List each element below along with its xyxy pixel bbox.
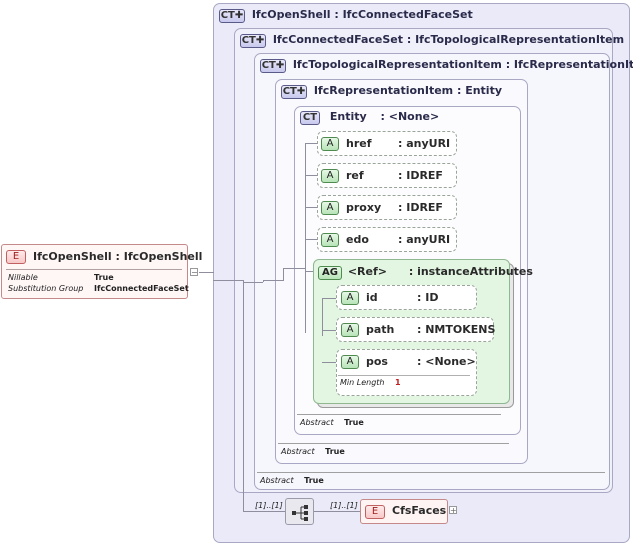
ct-title: IfcTopologicalRepresentationItem : IfcRe… (292, 58, 633, 71)
attribute-type: : IDREF (398, 169, 443, 182)
element-name: CfsFaces (392, 504, 447, 517)
ct-type: : <None> (380, 110, 440, 123)
facet-label: Min Length (340, 378, 385, 387)
attribute-icon: A (321, 169, 339, 183)
attribute-icon: A (341, 291, 359, 305)
attribute-name: path (366, 323, 395, 336)
ct-title: IfcConnectedFaceSet : IfcTopologicalRepr… (272, 33, 625, 46)
abstract-row-entity: Abstract True (300, 418, 364, 427)
attribute-icon: A (321, 137, 339, 151)
attribute-type: : NMTOKENS (417, 323, 496, 336)
abstract-row-topologicalrepresentationitem: Abstract True (260, 476, 324, 485)
attribute-name: id (366, 291, 378, 304)
attribute-type: : <None> (417, 355, 476, 368)
attribute-icon: A (341, 355, 359, 369)
attribute-name: proxy (346, 201, 382, 214)
abstract-label: Abstract (260, 476, 294, 485)
abstract-value: True (344, 418, 364, 427)
ct-header-ifcconnectedfaceset[interactable]: CT✚ IfcConnectedFaceSet : IfcTopological… (240, 33, 624, 48)
attribute-type: : IDREF (398, 201, 443, 214)
ct-icon: CT (300, 111, 320, 125)
ct-header-ifctopologicalrepresentationitem[interactable]: CT✚ IfcTopologicalRepresentationItem : I… (260, 58, 633, 73)
sequence-occurs-left: [1]..[1] (255, 501, 283, 510)
collapse-icon[interactable]: − (190, 268, 198, 277)
attribute-name: href (346, 137, 372, 150)
attribute-group-name: <Ref> (347, 265, 387, 278)
attribute-group-type: : instanceAttributes (408, 265, 533, 278)
attribute-icon: A (321, 233, 339, 247)
ct-header-ifcrepresentationitem[interactable]: CT✚ IfcRepresentationItem : Entity (281, 84, 502, 99)
attribute-name: ref (346, 169, 364, 182)
ct-icon: CT✚ (219, 9, 245, 23)
ct-icon: CT✚ (281, 85, 307, 99)
substitution-group-label: Substitution Group (8, 284, 84, 293)
attribute-href[interactable]: A href : anyURI (317, 131, 457, 156)
attribute-pos[interactable]: A pos : <None> Min Length 1 (336, 349, 477, 396)
element-icon: E (365, 505, 385, 519)
nillable-value: True (94, 273, 114, 282)
ct-title: IfcOpenShell : IfcConnectedFaceSet (251, 8, 473, 21)
ct-icon: CT✚ (240, 34, 266, 48)
abstract-row-representationitem: Abstract True (281, 447, 345, 456)
root-element-ifcopenshell[interactable]: E IfcOpenShell : IfcOpenShell Nillable T… (1, 244, 202, 299)
sequence-icon (292, 505, 308, 521)
sequence-occurs-right: [1]..[1] (330, 501, 358, 510)
root-element-title: IfcOpenShell : IfcOpenShell (33, 250, 203, 263)
attribute-id[interactable]: A id : ID (336, 285, 477, 310)
abstract-label: Abstract (300, 418, 334, 427)
attribute-group-icon: AG (318, 266, 342, 280)
ct-icon: CT✚ (260, 59, 286, 73)
abstract-value: True (304, 476, 324, 485)
attribute-path[interactable]: A path : NMTOKENS (336, 317, 496, 342)
expand-icon[interactable]: + (449, 506, 457, 515)
abstract-label: Abstract (281, 447, 315, 456)
ct-title: IfcRepresentationItem : Entity (313, 84, 503, 97)
ct-name: Entity (329, 110, 367, 123)
attribute-type: : anyURI (398, 233, 451, 246)
abstract-value: True (325, 447, 345, 456)
attribute-proxy[interactable]: A proxy : IDREF (317, 195, 457, 220)
ct-header-ifcopenshell[interactable]: CT✚ IfcOpenShell : IfcConnectedFaceSet (219, 8, 473, 23)
attribute-group-header: AG <Ref> : instanceAttributes (318, 265, 533, 280)
attribute-icon: A (321, 201, 339, 215)
attribute-edo[interactable]: A edo : anyURI (317, 227, 457, 252)
attribute-name: pos (366, 355, 388, 368)
element-cfsfaces[interactable]: E CfsFaces (360, 499, 448, 524)
ct-header-entity[interactable]: CT Entity : <None> (300, 110, 439, 125)
sequence-compositor[interactable] (285, 498, 314, 525)
attribute-ref[interactable]: A ref : IDREF (317, 163, 457, 188)
element-icon: E (6, 250, 26, 264)
nillable-label: Nillable (8, 273, 38, 282)
attribute-name: edo (346, 233, 369, 246)
facet-value: 1 (395, 378, 401, 387)
attribute-type: : ID (417, 291, 439, 304)
attribute-type: : anyURI (398, 137, 451, 150)
substitution-group-value: IfcConnectedFaceSet (94, 284, 189, 293)
attribute-icon: A (341, 323, 359, 337)
